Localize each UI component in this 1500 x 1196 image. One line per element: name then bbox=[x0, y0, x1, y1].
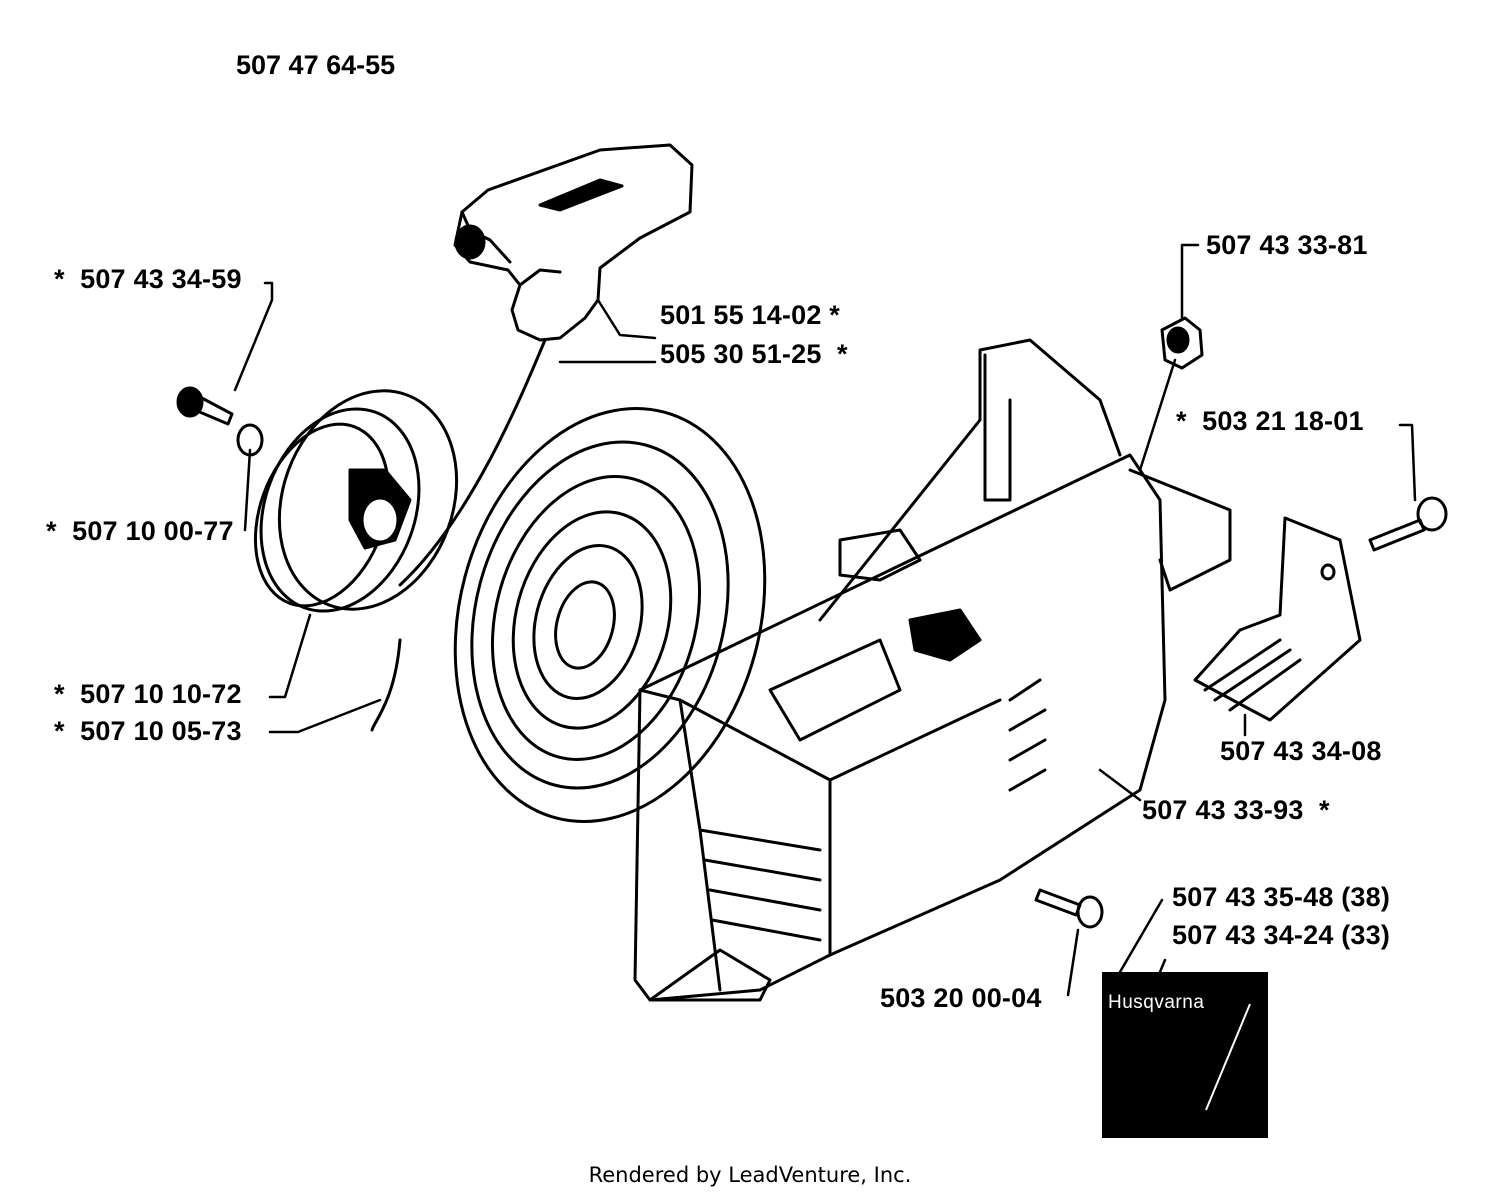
housing-screw bbox=[1034, 888, 1104, 929]
part-label: 507 43 33-93 * bbox=[1142, 795, 1330, 825]
part-label: 507 43 34-08 bbox=[1220, 736, 1382, 766]
recoil-spring bbox=[453, 406, 767, 824]
starter-handle bbox=[453, 143, 694, 342]
rope-pulley bbox=[253, 389, 459, 613]
starter-housing bbox=[633, 338, 1232, 1002]
part-label: * 507 10 00-77 bbox=[46, 516, 234, 546]
footer-credit: Rendered by LeadVenture, Inc. bbox=[588, 1163, 912, 1187]
decal-text: Husqvarna bbox=[1108, 992, 1205, 1013]
part-label: 505 30 51-25 * bbox=[660, 339, 848, 369]
leader-lines bbox=[233, 243, 1417, 997]
decal-slash bbox=[1205, 1003, 1251, 1111]
mounting-bracket bbox=[1193, 516, 1362, 722]
bracket-screw bbox=[1368, 496, 1448, 552]
part-label: * 503 21 18-01 bbox=[1176, 406, 1364, 436]
part-label: 507 43 34-24 (33) bbox=[1172, 920, 1391, 950]
part-label: * 507 10 10-72 bbox=[54, 679, 242, 709]
part-label: 501 55 14-02 * bbox=[660, 300, 840, 330]
part-label: * 507 43 34-59 bbox=[54, 264, 242, 294]
assembly-number: 507 47 64-55 bbox=[236, 50, 396, 80]
part-label: 503 20 00-04 bbox=[880, 983, 1042, 1013]
part-label: 507 43 35-48 (38) bbox=[1172, 882, 1391, 912]
pulley-screw bbox=[176, 386, 234, 426]
part-label: * 507 10 05-73 bbox=[54, 716, 242, 746]
part-label: 507 43 33-81 bbox=[1206, 230, 1368, 260]
husqvarna-decal: Husqvarna bbox=[1102, 972, 1268, 1138]
starter-rope bbox=[398, 338, 547, 587]
cap-nut bbox=[1160, 316, 1204, 370]
